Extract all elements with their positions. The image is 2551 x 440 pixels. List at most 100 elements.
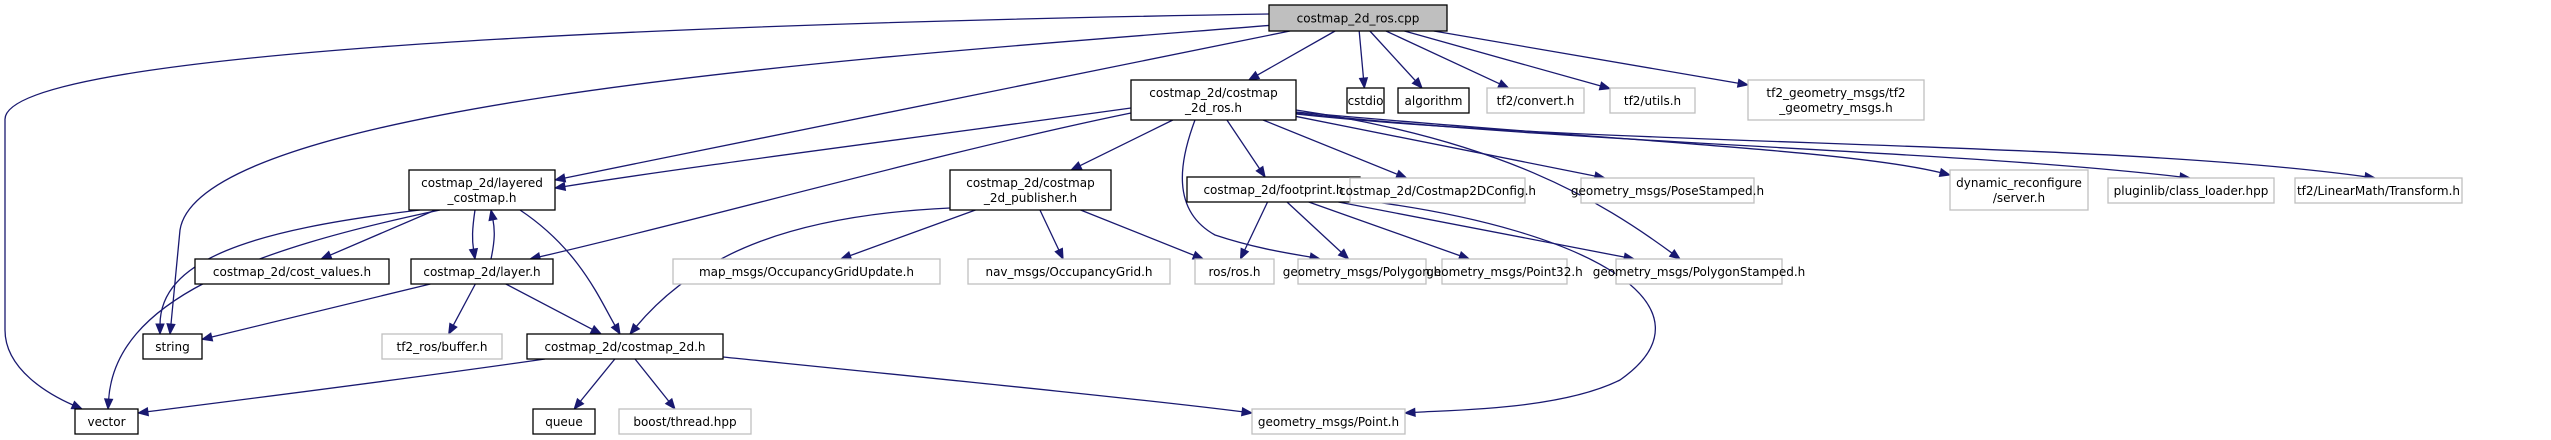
node-transform: tf2/LinearMath/Transform.h: [2294, 177, 2463, 204]
edge-line: [1226, 119, 1261, 170]
node-box: [1297, 258, 1427, 285]
edge-line: [1404, 30, 1602, 87]
arrowhead-icon: [1247, 70, 1261, 81]
node-label: _2d_ros.h: [1184, 101, 1242, 115]
edge-line: [635, 207, 951, 328]
edge-line: [1039, 209, 1060, 252]
edge-line: [849, 209, 976, 257]
edge-root-to-tf2_convert: [1385, 30, 1510, 89]
arrowhead-icon: [664, 397, 676, 411]
node-label: vector: [87, 415, 125, 429]
edge-line: [1359, 199, 1656, 414]
node-layer[interactable]: costmap_2d/layer.h: [410, 258, 554, 285]
edge-ros_h-to-pose: [1295, 115, 1607, 181]
edge-line: [1308, 201, 1462, 257]
edge-footprint-to-point32: [1308, 201, 1471, 260]
edge-ros_h-to-layered: [553, 107, 1132, 192]
edge-ros_h-to-dynrec: [1295, 111, 1952, 178]
arrowhead-icon: [1255, 165, 1266, 179]
edge-line: [146, 358, 546, 413]
node-algorithm[interactable]: algorithm: [1397, 87, 1470, 114]
edge-root-to-ros_h: [1247, 30, 1336, 81]
node-tf2-geom: tf2_geometry_msgs/tf2_geometry_msgs.h: [1747, 79, 1925, 121]
edge-root-to-layered: [553, 30, 1291, 183]
edge-line: [563, 30, 1291, 179]
edge-ros_h-to-publisher: [1069, 119, 1174, 171]
node-box: [672, 258, 941, 285]
node-tf2-utils: tf2/utils.h: [1609, 87, 1696, 114]
edge-layered-to-cost_values: [319, 209, 436, 260]
node-footprint[interactable]: costmap_2d/footprint.h: [1186, 176, 1361, 203]
node-label: _2d_publisher.h: [983, 191, 1077, 205]
node-label: geometry_msgs/Polygon.h: [1283, 265, 1442, 279]
edge-costmap2d-to-boost_thread: [634, 358, 676, 411]
node-config: costmap_2d/Costmap2DConfig.h: [1339, 177, 1536, 204]
node-box: [1486, 87, 1585, 114]
edge-publisher-to-ogu: [839, 209, 976, 260]
node-box: [618, 408, 752, 435]
node-root[interactable]: costmap_2d_ros.cpp: [1268, 4, 1448, 32]
node-box: [1441, 258, 1568, 285]
arrowhead-icon: [136, 406, 150, 417]
edge-line: [107, 209, 441, 401]
node-label: queue: [545, 415, 583, 429]
node-tf2-convert: tf2/convert.h: [1486, 87, 1585, 114]
node-og: nav_msgs/OccupancyGrid.h: [967, 258, 1171, 285]
edge-layer-to-layered: [488, 208, 498, 260]
node-label: geometry_msgs/PoseStamped.h: [1571, 184, 1764, 198]
arrowhead-icon: [1240, 406, 1254, 417]
edge-line: [1338, 201, 1626, 258]
edge-line: [1243, 201, 1269, 252]
node-ros-h[interactable]: costmap_2d/costmap_2d_ros.h: [1130, 79, 1297, 121]
edge-line: [1286, 201, 1343, 254]
edge-line: [579, 358, 616, 403]
edges: [4, 13, 2377, 418]
edge-layered-to-layer: [468, 209, 479, 261]
node-box: [1949, 169, 2089, 211]
node-label: costmap_2d/costmap_2d.h: [544, 340, 705, 354]
node-queue[interactable]: queue: [532, 408, 596, 435]
edge-ros_h-to-transform: [1295, 113, 2377, 182]
edge-footprint-to-point: [1359, 199, 1656, 418]
edge-footprint-to-polystamped: [1338, 201, 1636, 262]
node-box: [1349, 177, 1526, 204]
edge-line: [1369, 30, 1417, 82]
node-cost-values[interactable]: costmap_2d/cost_values.h: [194, 258, 390, 285]
node-label: nav_msgs/OccupancyGrid.h: [985, 265, 1152, 279]
node-box: [1397, 87, 1470, 114]
edge-line: [4, 13, 1270, 406]
node-label: string: [155, 340, 189, 354]
node-box: [526, 333, 724, 360]
node-cstdio[interactable]: cstdio: [1346, 87, 1385, 114]
arrowhead-icon: [1457, 251, 1471, 260]
node-string[interactable]: string: [142, 333, 203, 360]
arrowhead-icon: [448, 322, 458, 336]
edge-line: [1078, 119, 1174, 167]
edge-line: [329, 209, 436, 257]
arrowhead-icon: [629, 322, 641, 336]
node-label: geometry_msgs/Point.h: [1258, 415, 1399, 429]
node-box: [1346, 87, 1385, 114]
node-label: costmap_2d/Costmap2DConfig.h: [1339, 184, 1536, 198]
arrowhead-icon: [1358, 77, 1369, 90]
edge-line: [170, 24, 1276, 326]
arrowhead-icon: [573, 397, 585, 411]
arrowhead-icon: [839, 250, 853, 260]
edge-layered-to-costmap2d: [519, 209, 621, 336]
node-dynrec: dynamic_reconfigure/server.h: [1949, 169, 2089, 211]
node-label: costmap_2d/footprint.h: [1203, 183, 1343, 197]
arrowhead-icon: [200, 332, 214, 342]
node-label: tf2_geometry_msgs/tf2: [1766, 86, 1905, 100]
edge-costmap2d-to-point: [722, 356, 1254, 417]
node-vector[interactable]: vector: [74, 408, 139, 435]
arrowhead-icon: [1411, 77, 1423, 89]
node-box: [1615, 258, 1783, 285]
edge-root-to-tf2_utils: [1404, 30, 1612, 91]
node-label: cstdio: [1348, 94, 1384, 108]
edge-line: [1295, 109, 1674, 255]
node-label: costmap_2d/costmap: [966, 176, 1094, 190]
node-layered[interactable]: costmap_2d/layered_costmap.h: [408, 169, 556, 211]
node-box: [142, 333, 203, 360]
node-publisher[interactable]: costmap_2d/costmap_2d_publisher.h: [949, 169, 1112, 211]
node-costmap2d[interactable]: costmap_2d/costmap_2d.h: [526, 333, 724, 360]
